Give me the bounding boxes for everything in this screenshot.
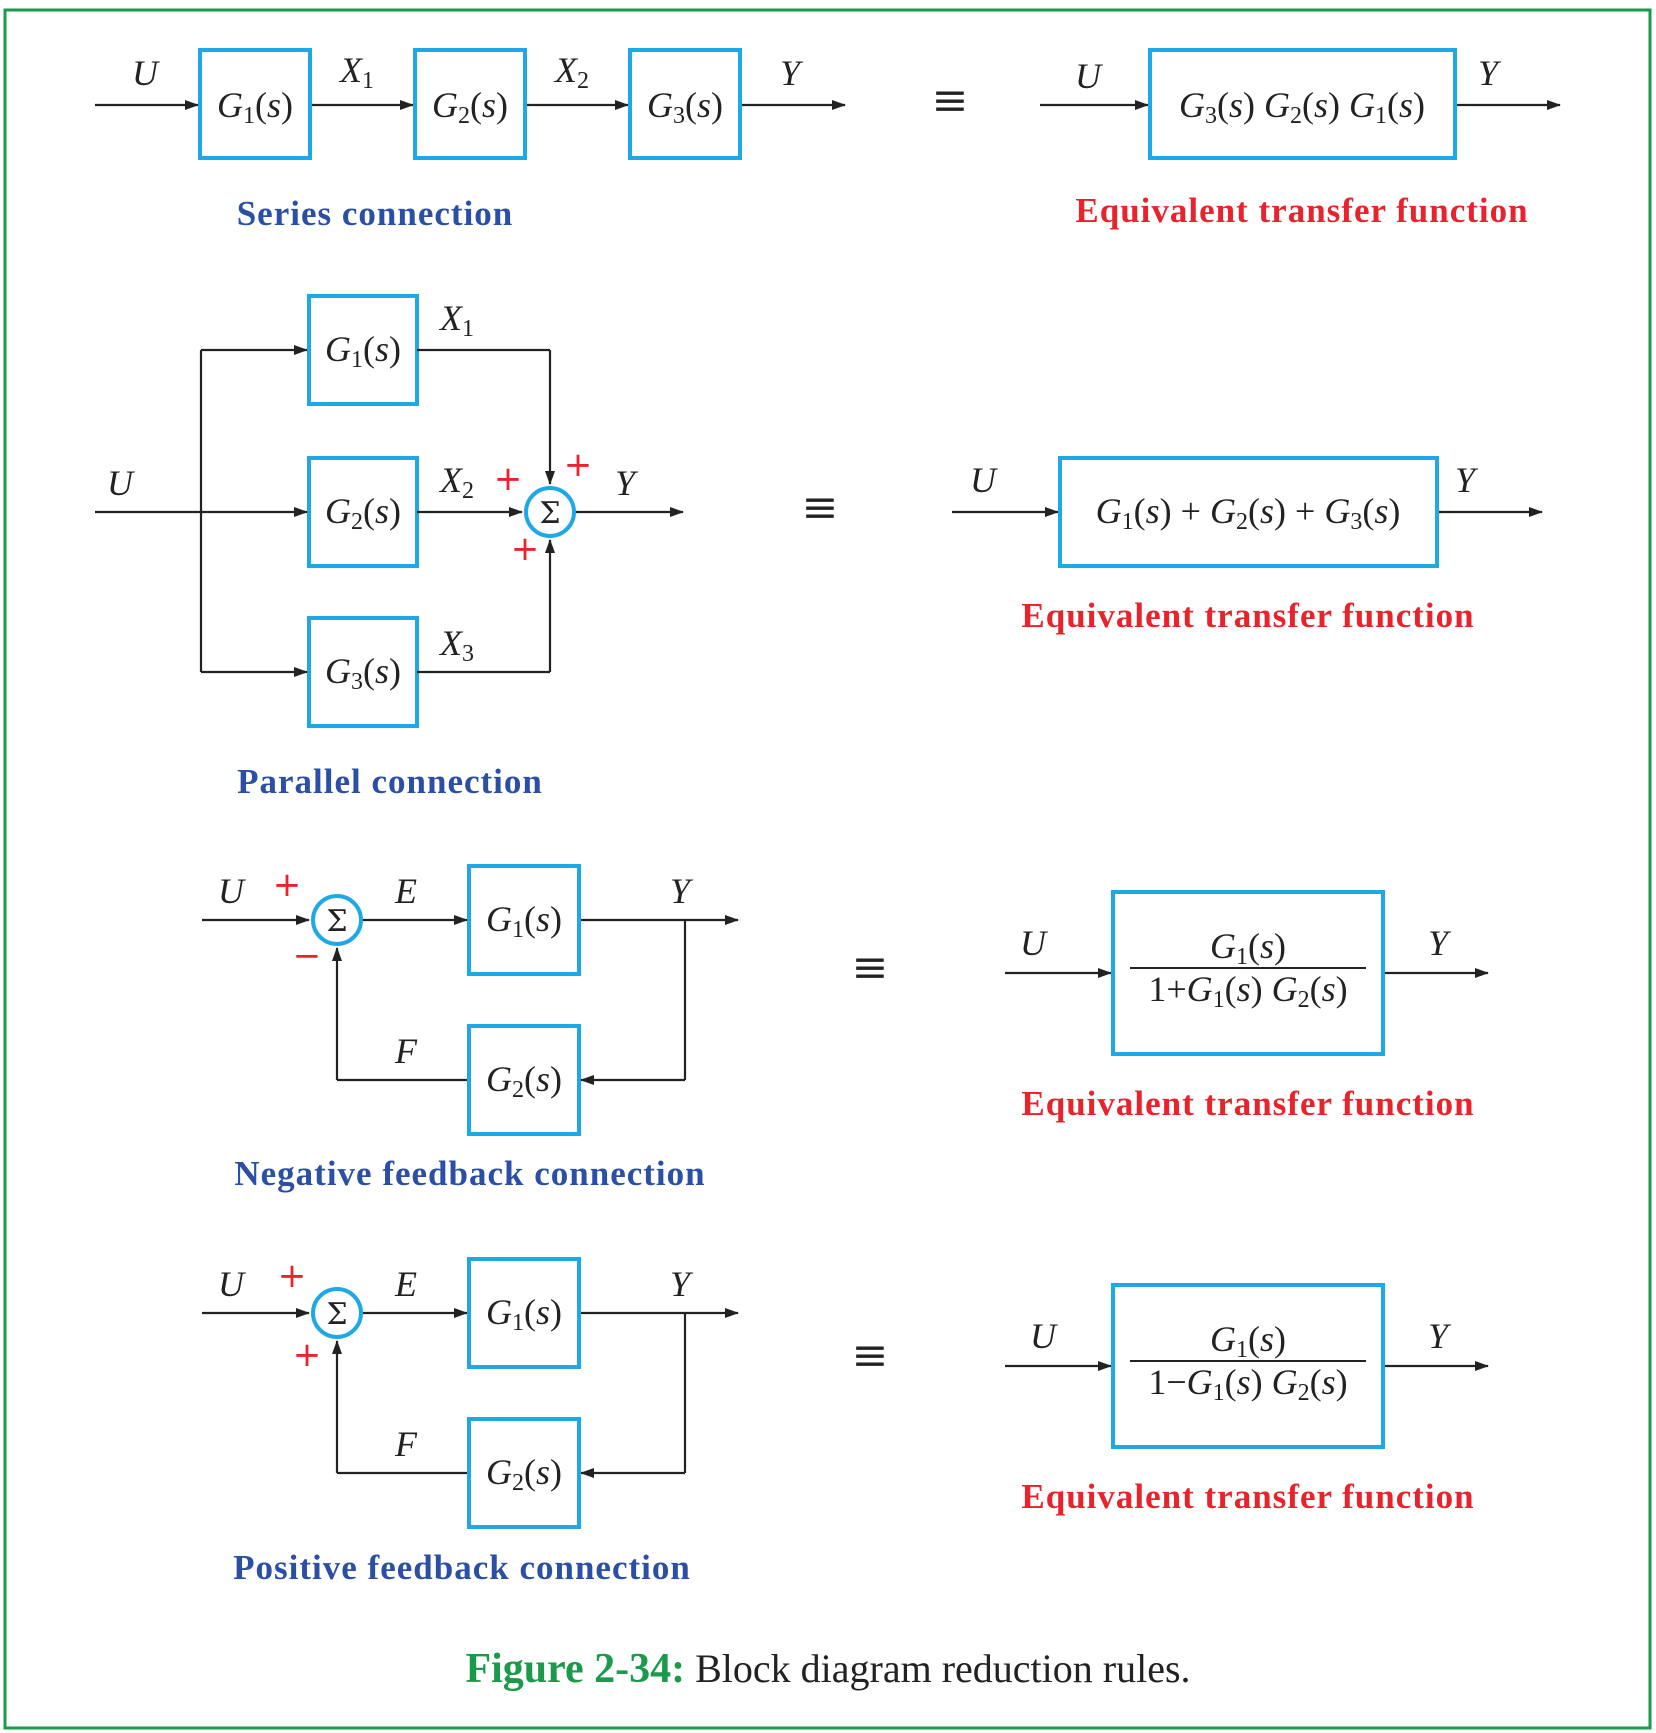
positive-equivalent-block xyxy=(1111,1283,1385,1449)
positive-eq-input-label: U xyxy=(1030,1316,1058,1356)
negative-equivalent-caption: Equivalent transfer function xyxy=(1021,1084,1474,1123)
negative-equivalent-block xyxy=(1111,890,1385,1056)
series-block-g3 xyxy=(628,48,742,160)
parallel-summing-junction xyxy=(524,486,576,538)
negative-feedback-label: F xyxy=(394,1031,418,1071)
series-block-g2 xyxy=(413,48,527,160)
positive-sigma-symbol: Σ xyxy=(326,1297,347,1332)
series-diagram: G1(s) G2(s) G3(s) U X1 X2 Y ≡ G3(s) G2(s… xyxy=(95,48,1561,233)
negative-feedback-block-g2 xyxy=(467,1024,581,1136)
negative-sign-plus: + xyxy=(273,865,302,905)
parallel-sign-left: + xyxy=(494,459,523,499)
parallel-eq-output-label: Y xyxy=(1455,460,1479,500)
parallel-output-label: Y xyxy=(615,463,639,503)
parallel-g1-label: G1(s) xyxy=(325,329,401,373)
parallel-sign-top: + xyxy=(564,445,593,485)
negative-sign-minus: − xyxy=(293,936,322,976)
positive-tf-denominator: 1−G1(s) G2(s) xyxy=(1148,1362,1347,1406)
parallel-caption: Parallel connection xyxy=(237,762,543,801)
parallel-diagram: G1(s) G2(s) G3(s) Σ + + + U X1 X2 X3 Y ≡… xyxy=(95,294,1543,801)
negative-tf-numerator: G1(s) xyxy=(1210,926,1286,970)
series-output-label: Y xyxy=(780,53,804,93)
figure-frame xyxy=(3,8,1652,1730)
positive-sign-top: + xyxy=(278,1256,307,1296)
negative-g2-label: G2(s) xyxy=(486,1059,562,1103)
positive-g2-label: G2(s) xyxy=(486,1452,562,1496)
negative-output-label: Y xyxy=(670,871,694,911)
positive-feedback-label: F xyxy=(394,1424,418,1464)
figure-text: Block diagram reduction rules. xyxy=(685,1646,1190,1691)
negative-summing-junction xyxy=(311,894,363,946)
negative-error-label: E xyxy=(394,871,417,911)
positive-equiv-symbol: ≡ xyxy=(852,1330,889,1381)
parallel-block-g3 xyxy=(307,616,419,728)
parallel-g2-label: G2(s) xyxy=(325,491,401,535)
parallel-x3-label: X3 xyxy=(438,623,474,667)
series-g1-label: G1(s) xyxy=(217,85,293,129)
positive-feedback-diagram: Σ G1(s) G2(s) + + U E Y F ≡ G1(s) 1−G1(s… xyxy=(202,1256,1489,1587)
series-input-label: U xyxy=(132,53,160,93)
positive-input-label: U xyxy=(218,1264,246,1304)
series-x1-label: X1 xyxy=(338,50,374,94)
positive-tf-numerator: G1(s) xyxy=(1210,1319,1286,1363)
negative-eq-output-label: Y xyxy=(1428,923,1452,963)
parallel-x1-label: X1 xyxy=(438,298,474,342)
parallel-equivalent-block xyxy=(1058,456,1439,568)
series-equiv-symbol: ≡ xyxy=(932,75,969,126)
negative-forward-block-g1 xyxy=(467,864,581,976)
series-g2-label: G2(s) xyxy=(432,85,508,129)
series-equivalent-tf: G3(s) G2(s) G1(s) xyxy=(1179,85,1425,129)
positive-forward-block-g1 xyxy=(467,1257,581,1369)
negative-caption: Negative feedback connection xyxy=(234,1154,705,1193)
parallel-equiv-symbol: ≡ xyxy=(802,482,839,533)
negative-g1-label: G1(s) xyxy=(486,899,562,943)
positive-eq-output-label: Y xyxy=(1428,1316,1452,1356)
series-caption: Series connection xyxy=(237,194,514,233)
parallel-sign-bottom: + xyxy=(511,529,540,569)
parallel-equivalent-caption: Equivalent transfer function xyxy=(1021,596,1474,635)
positive-caption: Positive feedback connection xyxy=(233,1548,691,1587)
series-eq-output-label: Y xyxy=(1478,53,1502,93)
positive-equivalent-caption: Equivalent transfer function xyxy=(1021,1477,1474,1516)
negative-eq-input-label: U xyxy=(1020,923,1048,963)
series-equivalent-caption: Equivalent transfer function xyxy=(1075,191,1528,230)
positive-g1-label: G1(s) xyxy=(486,1292,562,1336)
parallel-x2-label: X2 xyxy=(438,460,474,504)
series-x2-label: X2 xyxy=(553,50,589,94)
negative-tf-denominator: 1+G1(s) G2(s) xyxy=(1148,969,1347,1013)
parallel-g3-label: G3(s) xyxy=(325,651,401,695)
figure-caption: Figure 2-34: Block diagram reduction rul… xyxy=(465,1646,1190,1692)
parallel-eq-input-label: U xyxy=(970,460,998,500)
negative-feedback-diagram: Σ G1(s) G2(s) + − U E Y F ≡ G1(s) 1+G1(s… xyxy=(202,864,1489,1193)
parallel-equivalent-tf: G1(s) + G2(s) + G3(s) xyxy=(1096,491,1401,535)
positive-output-label: Y xyxy=(670,1264,694,1304)
negative-sigma-symbol: Σ xyxy=(326,904,347,939)
positive-error-label: E xyxy=(394,1264,417,1304)
series-equivalent-block xyxy=(1148,48,1457,160)
positive-sign-bottom: + xyxy=(293,1335,322,1375)
parallel-input-label: U xyxy=(107,463,135,503)
positive-feedback-block-g2 xyxy=(467,1417,581,1529)
parallel-sigma-symbol: Σ xyxy=(539,496,560,531)
series-eq-input-label: U xyxy=(1075,56,1103,96)
parallel-block-g1 xyxy=(307,294,419,406)
negative-equiv-symbol: ≡ xyxy=(852,942,889,993)
positive-summing-junction xyxy=(311,1287,363,1339)
negative-input-label: U xyxy=(218,871,246,911)
series-g3-label: G3(s) xyxy=(647,85,723,129)
figure-label: Figure 2-34: xyxy=(465,1646,685,1692)
series-block-g1 xyxy=(198,48,312,160)
